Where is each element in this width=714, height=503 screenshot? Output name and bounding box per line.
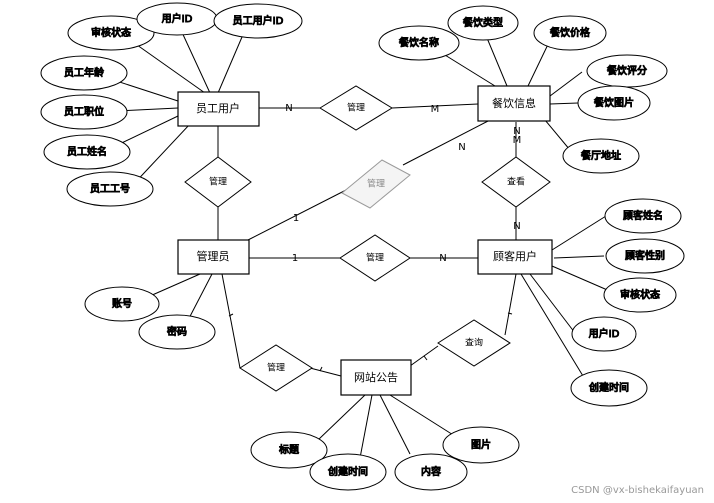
svg-text:创建时间: 创建时间 [328,465,368,478]
attr-customer-1: 顾客性别 [605,238,685,274]
attr-catering-1: 餐饮类型 [447,5,519,41]
svg-text:顾客姓名: 顾客姓名 [623,209,663,222]
rel-admin-notice: 管理 [239,344,313,392]
attr-customer-0: 顾客姓名 [604,198,682,234]
svg-text:审核状态: 审核状态 [91,26,131,39]
watermark: CSDN @vx-bishekaifayuan [571,485,704,496]
attr-customer-2: 审核状态 [603,277,677,313]
attr-employee-5: 员工姓名 [43,134,131,170]
svg-text:餐厅地址: 餐厅地址 [581,149,621,162]
card-admin-customer-1: 1 [292,253,298,264]
attr-employee-1: 用户ID [136,2,218,36]
svg-text:审核状态: 审核状态 [620,288,660,301]
card-admin-customer-n: N [439,253,446,264]
entity-notice-label: 网站公告 [354,370,398,384]
card-admin-catering-n: N [458,142,465,153]
attr-catering-5: 餐厅地址 [562,138,640,174]
rel-admin-catering-label: 管理 [367,178,385,190]
attr-notice-2: 内容 [394,453,468,491]
rel-customer-notice: 查询 [437,319,511,367]
card-customer-top: N [513,221,520,232]
entity-customer: 顾客用户 [477,239,553,275]
attr-admin-1: 密码 [138,314,216,350]
svg-text:标题: 标题 [279,444,299,456]
rel-emp-catering-label: 管理 [347,102,365,114]
svg-text:员工职位: 员工职位 [64,105,104,118]
cardinality-labels: N M M N N 1 N 1 N [285,103,521,264]
rel-admin-emp: 管理 [184,156,252,208]
card-catering-top-a: M [513,135,522,146]
svg-text:员工姓名: 员工姓名 [67,145,107,158]
attr-catering-4: 餐饮图片 [577,85,651,121]
svg-text:用户ID: 用户ID [162,12,193,25]
svg-text:内容: 内容 [421,465,441,478]
svg-text:餐饮名称: 餐饮名称 [399,36,439,49]
svg-text:用户ID: 用户ID [589,327,620,340]
attr-notice-3: 图片 [442,426,520,464]
entity-notice: 网站公告 [340,359,412,396]
attr-employee-4: 员工职位 [40,94,128,130]
card-emp-rel-left: N [285,103,292,114]
svg-text:餐饮价格: 餐饮价格 [550,26,590,39]
entity-employee-label: 员工用户 [196,101,240,115]
card-admin-catering-1: 1 [293,213,299,224]
rel-admin-catering: 管理 [341,159,411,209]
attr-customer-4: 创建时间 [570,369,648,407]
svg-text:图片: 图片 [471,438,491,451]
rel-catering-customer-label: 查看 [507,176,525,188]
attr-admin-0: 账号 [84,286,160,322]
rel-admin-emp-label: 管理 [209,176,227,188]
svg-text:员工用户ID: 员工用户ID [233,14,284,27]
rel-admin-notice-label: 管理 [267,362,285,374]
svg-text:餐饮评分: 餐饮评分 [607,64,647,77]
card-catering-top-b: N [513,126,520,137]
attr-employee-6: 员工工号 [66,171,154,207]
rel-catering-customer: 查看 [481,156,551,208]
attr-catering-0: 餐饮名称 [378,25,460,61]
rel-admin-customer-label: 管理 [366,252,384,264]
rel-emp-catering: 管理 [319,85,393,131]
svg-text:创建时间: 创建时间 [589,381,629,394]
attr-notice-0: 标题 [250,431,328,469]
attr-catering-3: 餐饮评分 [586,54,668,88]
card-emp-rel-right: M [431,104,440,115]
tick-marks [228,312,513,372]
attr-employee-0: 审核状态 [67,15,155,51]
svg-text:餐饮图片: 餐饮图片 [594,96,634,109]
entity-admin-label: 管理员 [197,249,230,263]
svg-text:账号: 账号 [112,298,132,310]
rel-admin-customer: 管理 [339,234,411,282]
svg-text:员工年龄: 员工年龄 [64,66,104,79]
entity-customer-label: 顾客用户 [493,249,537,263]
entity-admin: 管理员 [177,239,250,275]
svg-text:顾客性别: 顾客性别 [625,249,665,262]
attr-catering-2: 餐饮价格 [533,15,607,51]
attr-customer-3: 用户ID [571,316,637,352]
entity-catering: 餐饮信息 [477,85,551,122]
attr-employee-2: 员工用户ID [213,3,303,39]
svg-text:餐饮类型: 餐饮类型 [463,16,503,29]
entity-employee: 员工用户 [177,91,260,127]
rel-customer-notice-label: 查询 [465,337,483,349]
attr-employee-3: 员工年龄 [40,55,128,91]
svg-text:员工工号: 员工工号 [90,183,130,195]
entity-catering-label: 餐饮信息 [492,96,536,110]
svg-text:密码: 密码 [167,325,187,338]
attr-notice-1: 创建时间 [309,453,387,491]
